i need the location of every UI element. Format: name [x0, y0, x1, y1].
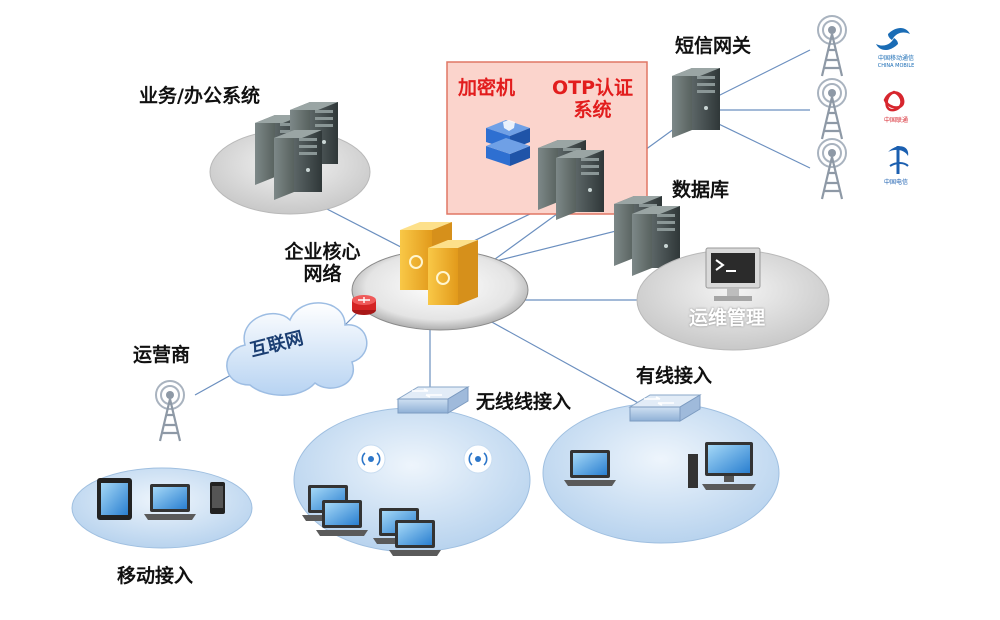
database-label: 数据库 — [672, 179, 730, 201]
internet-cloud — [226, 302, 368, 396]
terminal-monitor-icon — [705, 247, 761, 301]
tower-icon-unicom — [816, 77, 848, 141]
core-network-label: 企业核心 网络 — [275, 241, 370, 286]
wifi-icon-left — [356, 444, 386, 474]
core-servers — [400, 222, 478, 305]
sms-gateway-label: 短信网关 — [675, 35, 752, 57]
encryptor-icon — [486, 120, 530, 166]
mobile-access-label: 移动接入 — [117, 565, 194, 587]
china-mobile-text: 中国移动通信 — [878, 54, 914, 62]
tower-icon-telecom — [816, 137, 848, 201]
china-unicom-logo — [883, 90, 905, 112]
china-unicom-text: 中国联通 — [884, 116, 908, 124]
business-system-label: 业务/办公系统 — [139, 85, 260, 107]
encryptor-label: 加密机 — [458, 77, 516, 99]
ops-management-label: 运维管理 — [689, 307, 766, 329]
carrier-label: 运营商 — [133, 344, 191, 366]
mobile-laptop — [144, 484, 196, 520]
wireless-access-label: 无线线接入 — [476, 391, 572, 413]
china-telecom-text: 中国电信 — [884, 178, 908, 186]
china-mobile-sub: CHINA MOBILE — [878, 63, 915, 69]
otp-label-line2: 系统 — [573, 98, 612, 121]
wireless-switch-icon — [397, 386, 469, 414]
smartphone-icon — [210, 482, 225, 514]
wired-laptop — [564, 450, 616, 486]
core-network-label-line1: 企业核心 — [284, 241, 361, 263]
tower-icon-mobile — [816, 14, 848, 78]
otp-label-line1: OTP认证 — [551, 77, 634, 99]
carrier-tower-icon — [154, 379, 186, 443]
core-network-label-line2: 网络 — [303, 262, 342, 285]
desktop-pc-icon — [688, 442, 756, 490]
china-telecom-logo — [888, 146, 909, 174]
wired-access-label: 有线接入 — [636, 365, 713, 387]
sms-gateway-server — [672, 68, 720, 138]
tablet-icon — [97, 478, 132, 520]
china-mobile-logo — [876, 28, 910, 50]
wifi-icon-right — [463, 444, 493, 474]
otp-label: OTP认证 系统 — [545, 77, 640, 122]
router-icon — [352, 295, 376, 315]
